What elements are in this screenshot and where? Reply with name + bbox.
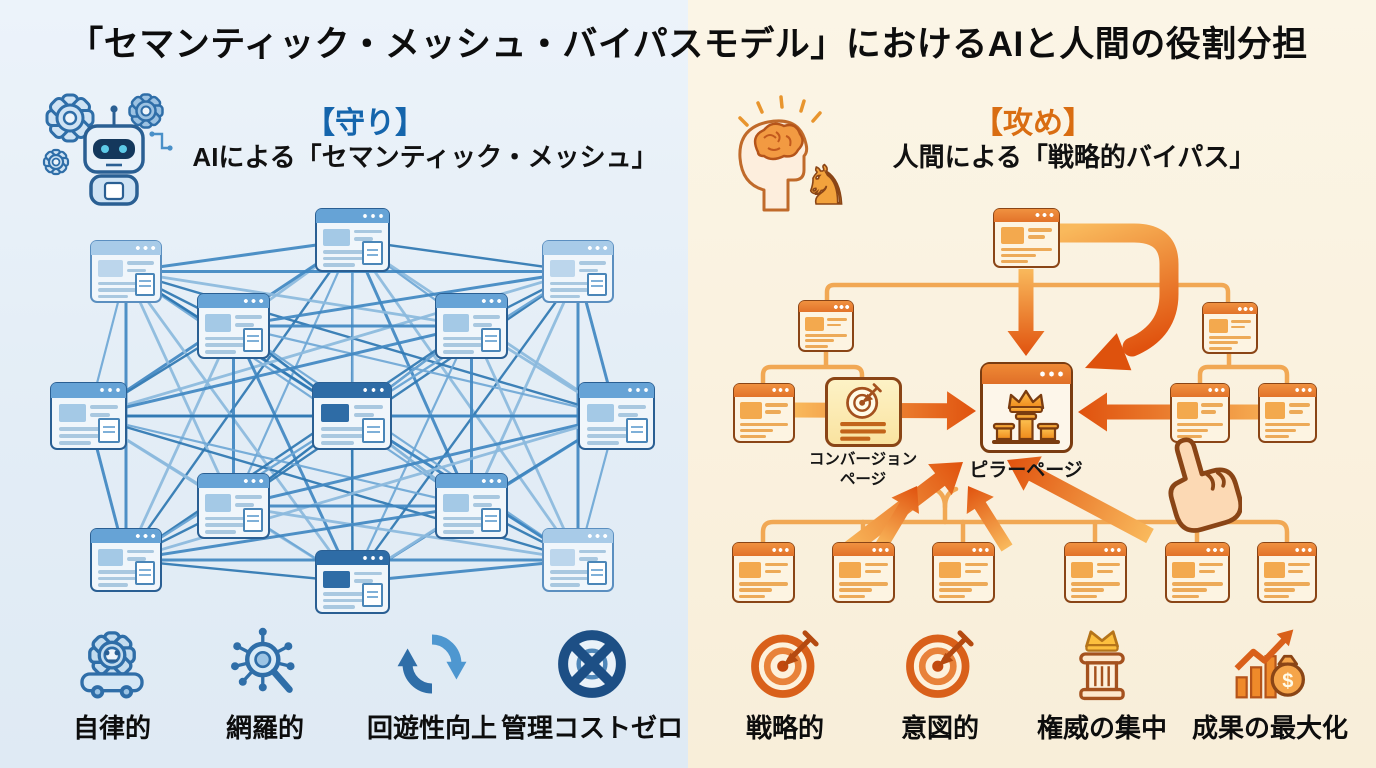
offense-tag: 【攻め】 (973, 107, 1093, 140)
feature-authority: 権威の集中 (997, 624, 1207, 745)
crown-column-icon (1062, 624, 1142, 704)
conversion-label-line2: ページ (839, 471, 887, 488)
defense-heading: AIによる「セマンティック・メッシュ」 (192, 142, 658, 172)
feature-circulation: 回遊性向上 (327, 624, 537, 745)
cycle-arrows-icon (392, 624, 472, 704)
conversion-page-label: コンバージョン ページ (809, 450, 917, 490)
feature-label: 網羅的 (225, 713, 304, 743)
feature-intentional: 意図的 (835, 624, 1045, 745)
pillar-page-label: ピラーページ (969, 460, 1083, 481)
pointing-hand-icon (1168, 437, 1242, 533)
conversion-label-line1: コンバージョン (808, 451, 918, 468)
feature-autonomous: 自律的 (7, 624, 217, 745)
feature-zero-cost: 管理コストゼロ (487, 624, 697, 745)
robot-gears-icon (40, 92, 178, 207)
svg-text:♞: ♞ (802, 154, 850, 212)
defense-tag: 【守り】 (305, 107, 425, 140)
browser-header-bar (982, 364, 1071, 384)
feature-results: $ 成果の最大化 (1165, 624, 1375, 745)
offense-heading: 人間による「戦略的バイパス」 (892, 142, 1256, 172)
page-title: 「セマンティック・メッシュ・バイパスモデル」におけるAIと人間の役割分担 (68, 25, 1308, 64)
no-entry-icon (552, 624, 632, 704)
target-arrow-icon (900, 624, 980, 704)
crown-podium-icon (992, 389, 1060, 444)
brain-knight-icon: ♞ (706, 90, 858, 218)
feature-label: 回遊性向上 (366, 713, 497, 743)
feature-label: 戦略的 (745, 713, 824, 743)
feature-label: 自律的 (72, 713, 151, 743)
feature-label: 権威の集中 (1036, 713, 1167, 743)
target-arrow-icon (745, 624, 825, 704)
growth-money-icon: $ (1230, 624, 1310, 704)
conversion-page-card (825, 377, 902, 447)
feature-comprehensive: 網羅的 (160, 624, 370, 745)
feature-label: 成果の最大化 (1191, 713, 1348, 743)
feature-label: 意図的 (900, 713, 979, 743)
svg-text:$: $ (1282, 670, 1293, 692)
feature-label: 管理コストゼロ (500, 713, 683, 743)
network-magnifier-icon (225, 624, 305, 704)
robot-vehicle-icon (72, 624, 152, 704)
pillar-page-card (980, 362, 1073, 453)
feature-strategic: 戦略的 (680, 624, 890, 745)
target-dart-icon (840, 383, 886, 441)
